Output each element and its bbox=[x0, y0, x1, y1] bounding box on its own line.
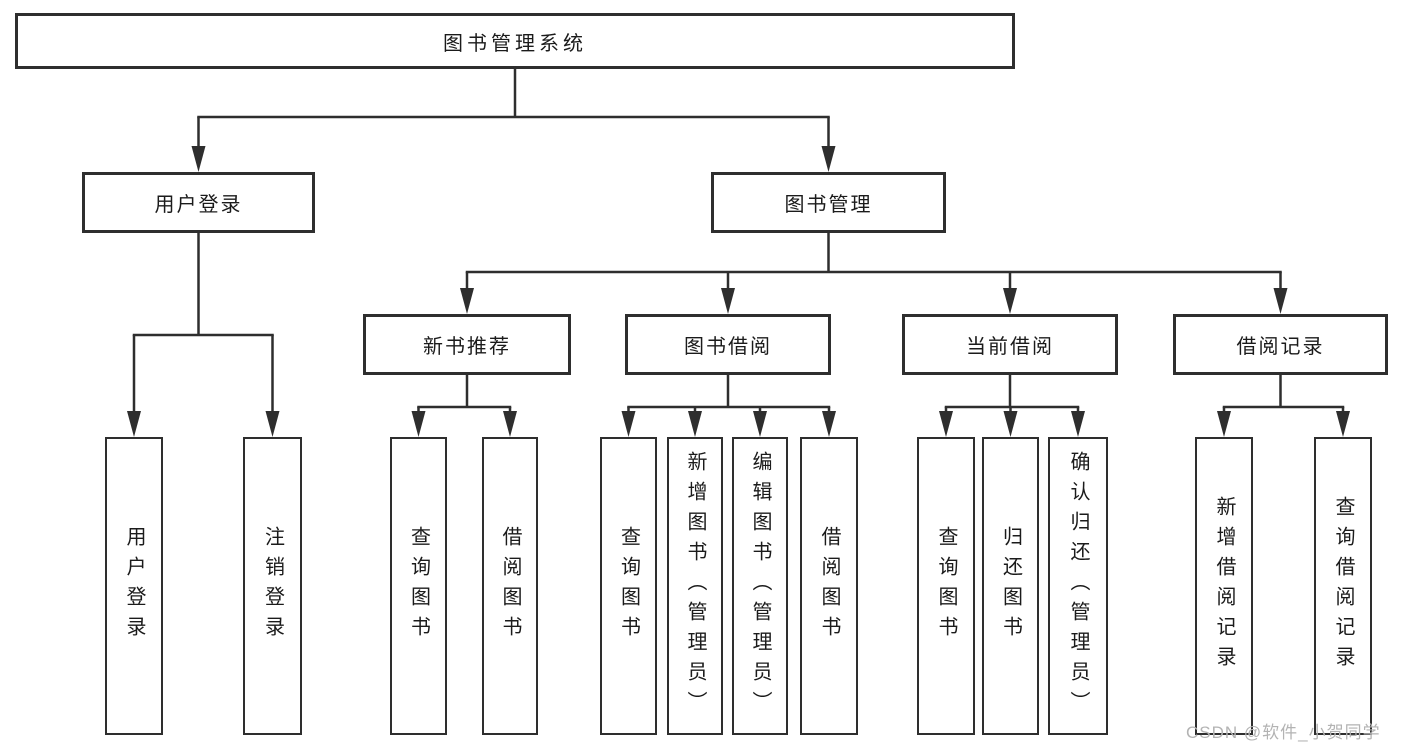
leaf-return-book-label: 归还图书 bbox=[999, 526, 1022, 646]
leaf-borrow-query-book: 查询图书 bbox=[600, 437, 657, 735]
leaf-current-query-book: 查询图书 bbox=[917, 437, 975, 735]
arrowhead-icon bbox=[503, 411, 517, 437]
leaf-add-book-admin-label: 新增图书（管理员） bbox=[684, 451, 706, 721]
leaf-query-borrow-record-label: 查询借阅记录 bbox=[1332, 496, 1354, 676]
leaf-confirm-return-admin-label: 确认归还（管理员） bbox=[1067, 451, 1089, 721]
leaf-add-borrow-record-label: 新增借阅记录 bbox=[1213, 496, 1235, 676]
node-user-login: 用户登录 bbox=[82, 172, 315, 233]
arrowhead-icon bbox=[821, 146, 836, 172]
leaf-edit-book-admin: 编辑图书（管理员） bbox=[732, 437, 788, 735]
node-book-borrow: 图书借阅 bbox=[625, 314, 831, 375]
arrowhead-icon bbox=[127, 411, 141, 437]
arrowhead-icon bbox=[721, 288, 735, 314]
arrowhead-icon bbox=[753, 411, 767, 437]
node-new-book-recommend: 新书推荐 bbox=[363, 314, 571, 375]
connector-user-login-split bbox=[127, 233, 280, 437]
node-borrow-record: 借阅记录 bbox=[1173, 314, 1388, 375]
node-user-login-label: 用户登录 bbox=[154, 194, 243, 216]
leaf-recommend-query-book-label: 查询图书 bbox=[407, 526, 430, 646]
arrowhead-icon bbox=[460, 288, 474, 314]
leaf-add-borrow-record: 新增借阅记录 bbox=[1195, 437, 1253, 735]
node-new-book-recommend-label: 新书推荐 bbox=[423, 336, 511, 358]
leaf-edit-book-admin-label: 编辑图书（管理员） bbox=[749, 451, 771, 721]
leaf-borrow-query-book-label: 查询图书 bbox=[617, 526, 640, 646]
node-root: 图书管理系统 bbox=[15, 13, 1015, 69]
leaf-recommend-query-book: 查询图书 bbox=[390, 437, 447, 735]
arrowhead-icon bbox=[688, 411, 702, 437]
arrowhead-icon bbox=[1071, 411, 1085, 437]
leaf-return-book: 归还图书 bbox=[982, 437, 1039, 735]
node-current-borrow-label: 当前借阅 bbox=[966, 336, 1054, 358]
connector-borrow-record-split bbox=[1217, 375, 1350, 437]
arrowhead-icon bbox=[1336, 411, 1350, 437]
arrowhead-icon bbox=[1003, 288, 1017, 314]
leaf-user-login: 用户登录 bbox=[105, 437, 163, 735]
arrowhead-icon bbox=[411, 411, 426, 437]
connector-book-borrow-split bbox=[621, 375, 836, 437]
arrowhead-icon bbox=[822, 411, 836, 437]
arrowhead-icon bbox=[1217, 411, 1231, 437]
leaf-recommend-borrow-book-label: 借阅图书 bbox=[499, 526, 521, 646]
node-book-management-label: 图书管理 bbox=[784, 194, 873, 216]
node-book-management: 图书管理 bbox=[711, 172, 946, 233]
connector-root-split bbox=[191, 69, 836, 172]
node-borrow-record-label: 借阅记录 bbox=[1236, 336, 1325, 358]
node-book-borrow-label: 图书借阅 bbox=[684, 336, 772, 358]
leaf-recommend-borrow-book: 借阅图书 bbox=[482, 437, 538, 735]
leaf-add-book-admin: 新增图书（管理员） bbox=[667, 437, 723, 735]
node-root-label: 图书管理系统 bbox=[443, 32, 587, 55]
leaf-confirm-return-admin: 确认归还（管理员） bbox=[1048, 437, 1108, 735]
arrowhead-icon bbox=[939, 411, 953, 437]
arrowhead-icon bbox=[191, 146, 206, 172]
leaf-current-query-book-label: 查询图书 bbox=[935, 526, 957, 646]
node-current-borrow: 当前借阅 bbox=[902, 314, 1118, 375]
leaf-logout-login: 注销登录 bbox=[243, 437, 302, 735]
leaf-borrow-book-label: 借阅图书 bbox=[818, 526, 840, 646]
leaf-logout-login-label: 注销登录 bbox=[261, 526, 284, 646]
connector-book-management-split bbox=[460, 233, 1288, 314]
arrowhead-icon bbox=[1273, 288, 1288, 314]
csdn-watermark: CSDN @软件_小贺同学 bbox=[1186, 723, 1381, 742]
leaf-query-borrow-record: 查询借阅记录 bbox=[1314, 437, 1372, 735]
arrowhead-icon bbox=[1003, 411, 1018, 437]
leaf-user-login-label: 用户登录 bbox=[123, 526, 145, 646]
connector-new-book-recommend-split bbox=[411, 375, 517, 437]
leaf-borrow-book: 借阅图书 bbox=[800, 437, 858, 735]
connector-current-borrow-split bbox=[939, 375, 1085, 437]
arrowhead-icon bbox=[265, 411, 280, 437]
arrowhead-icon bbox=[621, 411, 636, 437]
